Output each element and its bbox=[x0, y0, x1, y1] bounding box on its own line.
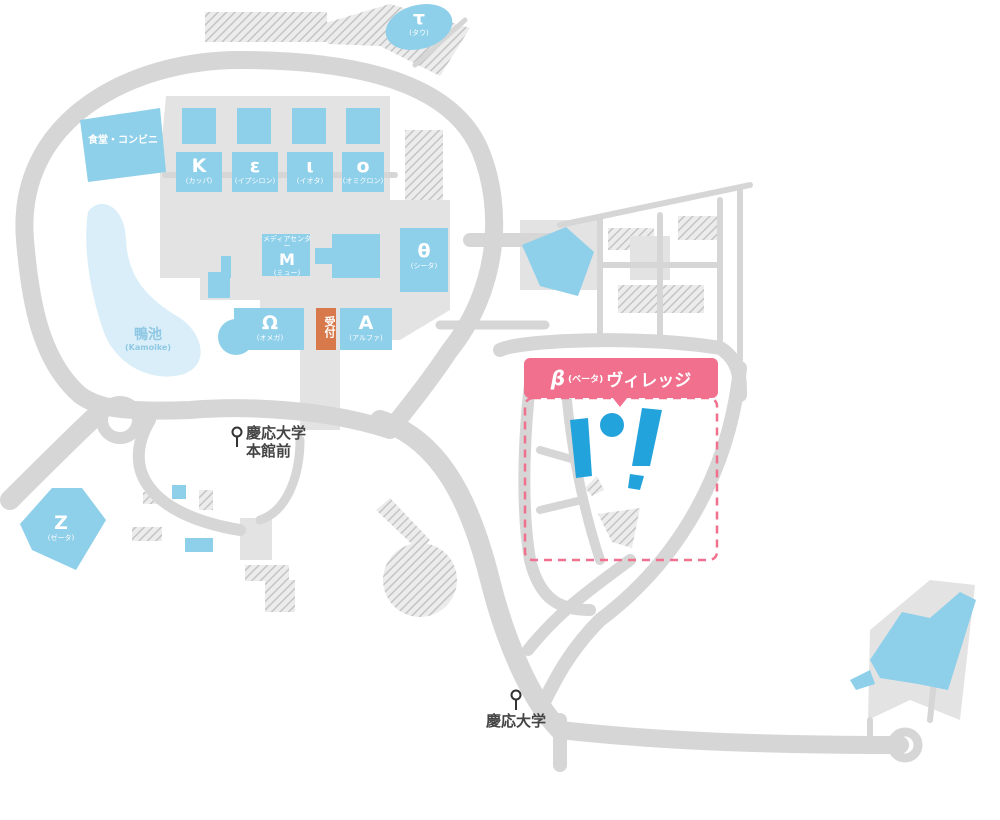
theta-building-label: θ(シータ) bbox=[410, 240, 438, 270]
reception-building bbox=[316, 308, 336, 350]
beta-village-reading: (ベータ) bbox=[568, 374, 604, 385]
epsilon-building-label: ε(イプシロン) bbox=[234, 155, 276, 185]
beta-village-callout: β (ベータ) ヴィレッジ bbox=[524, 358, 718, 407]
zeta-building-label: Z(ゼータ) bbox=[47, 512, 75, 542]
pin-icon bbox=[231, 426, 243, 447]
pin-icon bbox=[510, 689, 522, 710]
beta-village-greek: β bbox=[550, 366, 566, 390]
bus-stop-honkan: 慶応大学 本館前 bbox=[246, 424, 326, 460]
bus-stop-honkan-sub: 本館前 bbox=[246, 442, 292, 460]
tau-building-label: τ(タウ) bbox=[409, 7, 429, 37]
campus-buildings bbox=[20, 3, 976, 690]
beta-village-suffix: ヴィレッジ bbox=[606, 370, 692, 391]
roads bbox=[0, 17, 943, 772]
bus-stop-keio: 慶応大学 bbox=[476, 712, 556, 730]
omega-building-label: Ω(オメガ) bbox=[256, 312, 284, 342]
omicron-building-label: ο(オミクロン) bbox=[342, 155, 384, 185]
kamoike-pond bbox=[86, 203, 201, 377]
alpha-building-label: A(アルファ) bbox=[349, 312, 383, 342]
beta-village-buildings bbox=[570, 408, 662, 490]
cafeteria-label: 食堂・コンビニ bbox=[88, 135, 158, 146]
mu-building-label: メディアセンター M(ミュー) bbox=[260, 236, 314, 277]
iota-building-label: ι(イオタ) bbox=[296, 155, 324, 185]
media-center-label: メディアセンター bbox=[262, 235, 312, 250]
reception-label: 受付 bbox=[323, 316, 336, 338]
bus-stop-honkan-name: 慶応大学 bbox=[246, 424, 307, 442]
pond-label: 鴨池 (Kamoike) bbox=[124, 327, 171, 352]
kappa-building-label: K(カッパ) bbox=[185, 155, 213, 185]
bus-stop-keio-name: 慶応大学 bbox=[485, 712, 546, 730]
